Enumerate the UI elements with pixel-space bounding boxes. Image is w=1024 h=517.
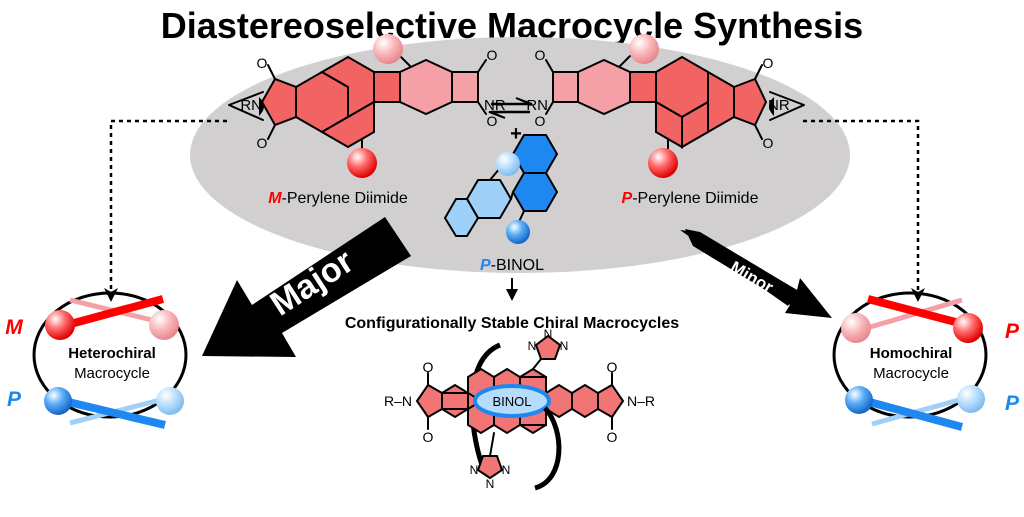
triazole-n: N — [502, 463, 511, 477]
m-perylene-diimide-structure: RN NR O O O O — [228, 34, 506, 178]
red-substituent-ball — [347, 148, 377, 178]
rn-label: RN — [240, 97, 262, 114]
chirality-label-p-bottom: P — [1005, 392, 1020, 415]
triazole-n: N — [544, 327, 553, 341]
carbonyl-o: O — [257, 55, 268, 71]
light-blue-substituent-ball — [496, 152, 520, 176]
minor-arrow: Minor — [680, 229, 832, 318]
pink-substituent-ball — [629, 34, 659, 64]
binol-structure — [443, 134, 559, 244]
carbonyl-o: O — [535, 47, 546, 63]
triazole-n: N — [560, 339, 569, 353]
triazole-n: N — [470, 463, 479, 477]
blue-substituent-ball — [506, 220, 530, 244]
left-view-arrowhead — [104, 288, 118, 302]
chirality-label-p-top: P — [1005, 320, 1020, 343]
macrocycle-label: Macrocycle — [74, 365, 150, 382]
heterochiral-macrocycle: Heterochiral Macrocycle M P — [5, 291, 188, 429]
chirality-label-m: M — [5, 316, 23, 339]
eye-icon — [769, 91, 805, 121]
carbonyl-o: O — [607, 429, 618, 445]
p-pdi-label: P-Perylene Diimide — [622, 190, 759, 207]
right-view-guide-line — [803, 119, 920, 292]
center-heading: Configurationally Stable Chiral Macrocyc… — [345, 315, 679, 332]
down-arrowhead — [506, 289, 518, 301]
left-view-guide-line — [109, 119, 227, 292]
binol-core-label: BINOL — [492, 394, 531, 409]
triazole-n: N — [486, 477, 495, 491]
carbonyl-o: O — [607, 359, 618, 375]
carbonyl-o: O — [257, 135, 268, 151]
p-perylene-diimide-structure: RN NR O O O O — [526, 34, 805, 178]
carbonyl-o: O — [763, 135, 774, 151]
binol-core — [473, 384, 551, 418]
carbonyl-o: O — [423, 429, 434, 445]
homochiral-label: Homochiral — [870, 345, 953, 362]
heterochiral-label: Heterochiral — [68, 345, 156, 362]
plus-sign: + — [510, 123, 522, 145]
chirality-label-p: P — [7, 388, 22, 411]
carbonyl-o: O — [487, 47, 498, 63]
homochiral-macrocycle: Homochiral Macrocycle P P — [832, 291, 1020, 431]
carbonyl-o: O — [535, 113, 546, 129]
pink-substituent-ball — [373, 34, 403, 64]
triazole-n: N — [528, 339, 537, 353]
red-substituent-ball — [648, 148, 678, 178]
equilibrium-arrows — [488, 97, 533, 119]
right-view-arrowhead — [911, 288, 925, 302]
chiral-macrocycle-structure: BINOL R–N N–R O O O O N N N N N N — [384, 327, 655, 491]
carbonyl-o: O — [487, 113, 498, 129]
carbonyl-o: O — [763, 55, 774, 71]
nr-label: NR — [484, 97, 506, 114]
p-binol-label: P-BINOL — [480, 257, 544, 274]
m-pdi-label: M-Perylene Diimide — [268, 190, 408, 207]
carbonyl-o: O — [423, 359, 434, 375]
rn-label: RN — [526, 97, 548, 114]
macrocycle-label: Macrocycle — [873, 365, 949, 382]
n-r-right: N–R — [627, 393, 655, 409]
r-n-left: R–N — [384, 393, 412, 409]
